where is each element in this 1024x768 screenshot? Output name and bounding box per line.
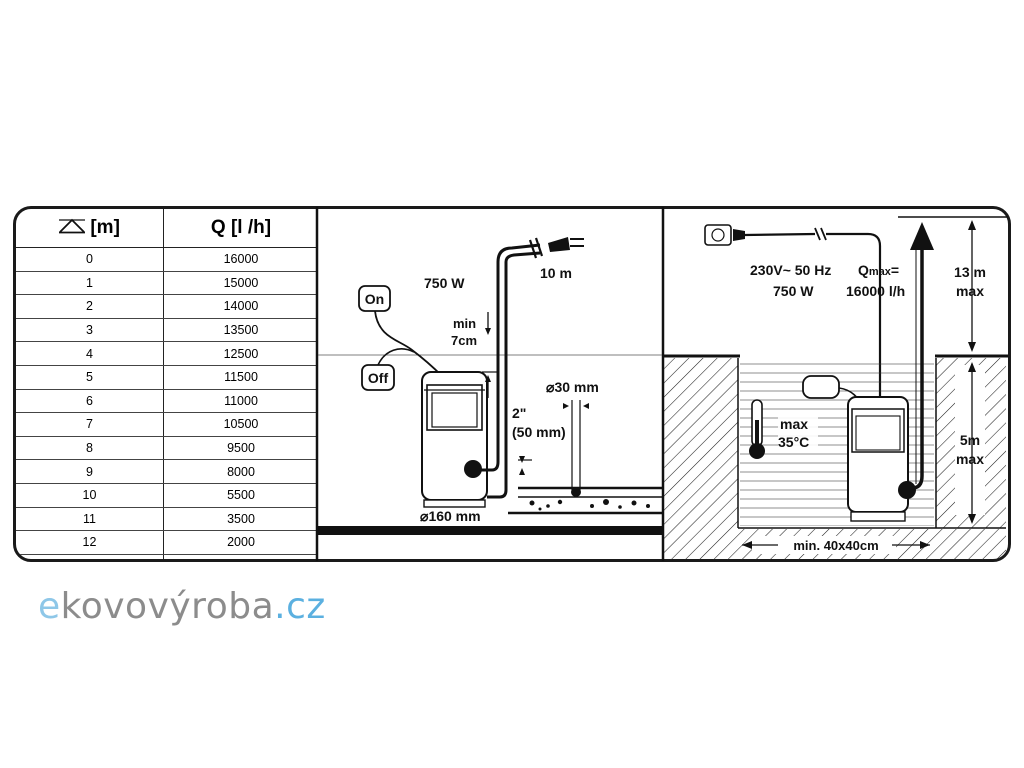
flow-cell: 12500	[163, 341, 318, 366]
submersible-pump	[421, 371, 488, 508]
temp-max-label: max	[780, 416, 808, 432]
head-column-header: [m]	[16, 209, 164, 248]
pit-pump	[847, 396, 916, 522]
head-cell: 2	[16, 294, 164, 319]
diameter-icon: ⌀	[546, 379, 555, 395]
head-cell: 12	[16, 530, 164, 555]
discharge-hose	[480, 243, 541, 472]
mains-plug-icon	[548, 237, 570, 252]
riser-pipe	[911, 248, 924, 490]
flow-column-header: Q [l /h]	[163, 209, 318, 248]
diameter-icon-2: ⌀	[420, 508, 429, 524]
head-cell: 7	[16, 412, 164, 437]
pump-outlet-port	[464, 460, 482, 478]
qmax-label: Qmax=	[858, 262, 899, 278]
float-cable-off	[377, 348, 415, 366]
flow-cell: 8000	[163, 459, 318, 484]
head-cell: 13	[16, 554, 164, 559]
flow-cell: 14000	[163, 294, 318, 319]
flow-cell: 15000	[163, 271, 318, 296]
flow-cell: 2000	[163, 530, 318, 555]
temp-value-label: 35°C	[778, 434, 809, 450]
flow-cell: 13500	[163, 318, 318, 343]
head-cell: 10	[16, 483, 164, 508]
thermometer-icon	[749, 399, 765, 459]
left-soil-wall	[664, 358, 738, 560]
flow-cell: 11000	[163, 389, 318, 414]
min-value-label: 7cm	[451, 333, 477, 348]
base-diameter-value: 160 mm	[428, 508, 480, 524]
logo-part-domain: .cz	[274, 586, 326, 627]
head-cell: 11	[16, 507, 164, 532]
flow-up-arrow	[910, 222, 934, 250]
head-value-label: 13 m	[954, 264, 986, 280]
socket-icon	[704, 224, 732, 246]
flow-cell: 5500	[163, 483, 318, 508]
outlet-mm-label: (50 mm)	[512, 424, 566, 440]
flow-cell: 10500	[163, 412, 318, 437]
supply-cable	[744, 232, 882, 402]
table-row: 13500	[16, 554, 318, 559]
pit-float-switch	[802, 375, 840, 399]
logo-part-name: kovovýroba	[60, 586, 275, 627]
brand-logo[interactable]: ekovovýroba.cz	[38, 586, 326, 627]
base-diameter-label: ⌀160 mm	[420, 508, 481, 524]
head-cell: 0	[16, 247, 164, 272]
outlet-inch-label: 2"	[512, 405, 526, 421]
middle-installation-scene: On Off 10 m 750 W min 7cm 2" (	[318, 237, 663, 535]
float-switch-on-box	[358, 285, 391, 312]
particle-size-value: 30 mm	[554, 379, 598, 395]
head-height-triangle-icon	[59, 218, 86, 234]
middle-power-label: 750 W	[424, 275, 465, 291]
off-label: Off	[368, 370, 389, 386]
head-cell: 3	[16, 318, 164, 343]
ground-slab	[318, 526, 663, 535]
qmax-value-label: 16000 l/h	[846, 283, 905, 299]
head-cell: 5	[16, 365, 164, 390]
flow-cell: 16000	[163, 247, 318, 272]
on-label: On	[365, 291, 384, 307]
flow-cell: 3500	[163, 507, 318, 532]
head-cell: 6	[16, 389, 164, 414]
gravel-layer	[508, 486, 662, 515]
head-cell: 8	[16, 436, 164, 461]
flow-cell: 11500	[163, 365, 318, 390]
right-power-label: 750 W	[773, 283, 814, 299]
head-cell: 4	[16, 341, 164, 366]
depth-value-label: 5m	[960, 432, 980, 448]
head-cell: 9	[16, 459, 164, 484]
float-cable-on	[374, 310, 443, 377]
cable-break-mark	[528, 237, 544, 259]
particle-size-label: ⌀30 mm	[546, 379, 599, 395]
head-max-label: max	[956, 283, 984, 299]
min-label: min	[453, 316, 476, 331]
voltage-label: 230V~ 50 Hz	[750, 262, 831, 278]
head-unit-label: [m]	[90, 217, 120, 238]
right-pit-scene: 230V~ 50 Hz 750 W Qmax= 16000 l/h 13 m m…	[663, 216, 1008, 560]
pit-size-label: min. 40x40cm	[793, 538, 878, 553]
cable-length-label: 10 m	[540, 265, 572, 281]
depth-max-label: max	[956, 451, 984, 467]
flow-cell: 9500	[163, 436, 318, 461]
logo-part-e: e	[38, 586, 61, 627]
head-cell: 1	[16, 271, 164, 296]
